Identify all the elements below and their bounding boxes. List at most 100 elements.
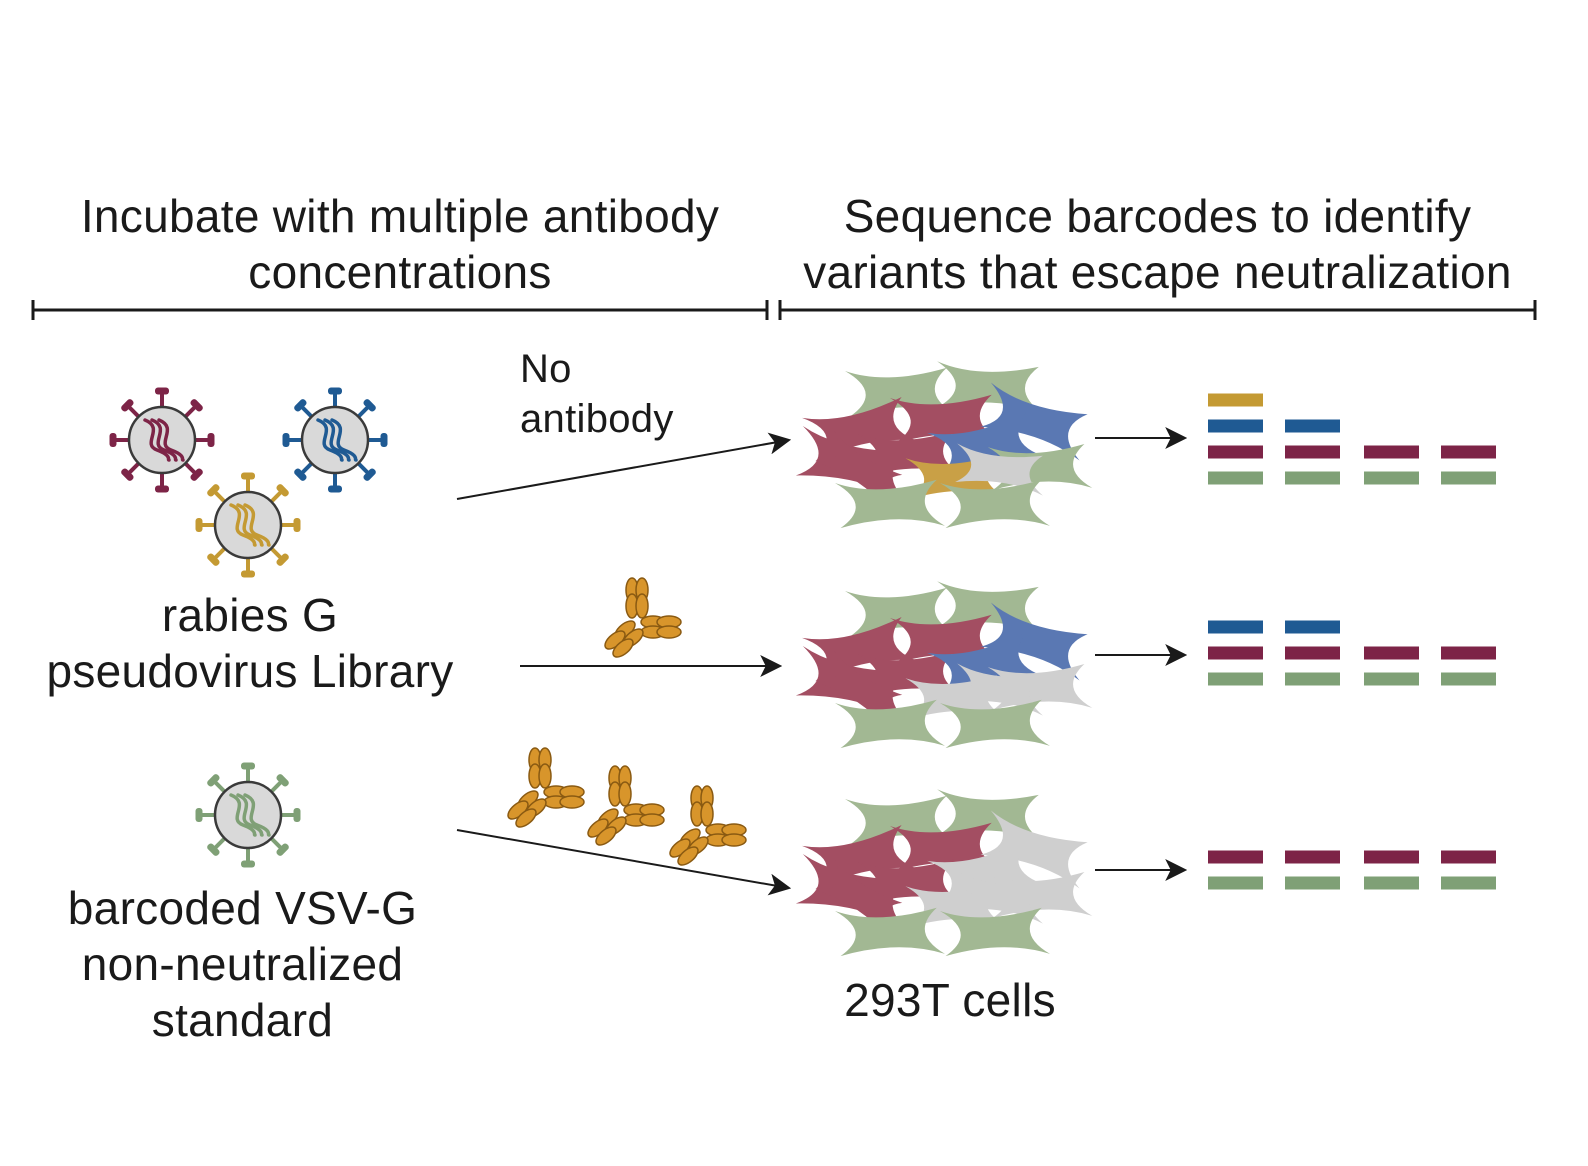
barcode-set-no-antibody: [1208, 393, 1496, 485]
cell-group: [795, 361, 1093, 957]
virus-genome-strand: [316, 418, 344, 462]
antibody-row-3-3: [669, 785, 747, 866]
cell-green: [835, 699, 945, 749]
cell-gray: [955, 871, 1043, 924]
barcode-red: [1208, 445, 1263, 459]
virus-spike-head: [363, 399, 376, 412]
virus-spike-head: [328, 387, 342, 395]
barcode-blue: [1285, 419, 1340, 433]
virus-genome-strand: [236, 503, 264, 547]
virus-spike-stalk: [183, 461, 196, 474]
barcode-blue: [1285, 620, 1340, 634]
virus-spike-head: [207, 553, 220, 566]
virus-spike-head: [207, 433, 215, 447]
antibody-domain: [656, 625, 682, 639]
cell-red: [816, 650, 903, 729]
virus-genome-strand: [229, 793, 257, 837]
virus-spike-stalk: [356, 461, 369, 474]
cell-gray: [955, 443, 1043, 496]
antibody-domain: [538, 763, 552, 789]
virus-spike-head: [241, 472, 255, 480]
antibody-row-2-1: [604, 577, 682, 658]
barcode-green: [1441, 471, 1496, 485]
virus-genome-strand: [143, 418, 171, 462]
virus-spike-stalk: [269, 491, 282, 504]
virus-genome-strand: [229, 503, 257, 547]
virus-genome-strand: [236, 793, 264, 837]
virus-spike-head: [190, 468, 203, 481]
barcode-red: [1285, 646, 1340, 660]
virus-spike-head: [380, 433, 388, 447]
cell-red: [890, 822, 1000, 872]
cell-blue: [980, 602, 1088, 681]
cell-green: [835, 907, 945, 957]
barcode-red: [1441, 445, 1496, 459]
cells-label-text: 293T cells: [844, 974, 1056, 1026]
cell-blue: [927, 411, 1043, 477]
virus-genome-strand: [150, 418, 178, 462]
barcode-green: [1208, 471, 1263, 485]
cell-gray: [955, 663, 1043, 716]
antibody-domain: [618, 781, 632, 807]
virus-spike-stalk: [214, 836, 227, 849]
virus-spike-head: [241, 570, 255, 578]
cell-green: [940, 479, 1050, 529]
cell-red: [890, 614, 1000, 664]
cell-red: [816, 430, 903, 509]
cell-blue: [927, 631, 1043, 697]
library-label-line-2: pseudovirus Library: [46, 645, 454, 697]
cell-red: [890, 394, 1000, 444]
virus-gold: [195, 472, 301, 578]
cell-blue: [980, 382, 1088, 461]
left-header-line-1: Incubate with multiple antibody: [80, 190, 720, 242]
antibody-row-3-2: [587, 765, 665, 846]
standard-label-line-3: standard: [151, 994, 334, 1046]
barcode-blue: [1208, 620, 1263, 634]
virus-spike-stalk: [128, 406, 141, 419]
antibody-domain: [612, 638, 634, 658]
virus-spike-head: [276, 484, 289, 497]
virus-green-standard: [195, 762, 301, 868]
standard-label: barcoded VSV-G non-neutralized standard: [30, 880, 455, 1048]
antibody-domain: [677, 846, 699, 866]
barcode-red: [1208, 850, 1263, 864]
arrow-high-antibody: [456, 829, 792, 896]
barcode-green: [1364, 672, 1419, 686]
virus-spike-head: [293, 518, 301, 532]
virus-spike-stalk: [269, 546, 282, 559]
antibody-domain: [721, 833, 747, 847]
barcode-red: [1285, 445, 1340, 459]
barcode-red: [1364, 850, 1419, 864]
arrow-no-antibody: [456, 432, 792, 500]
cell-green: [845, 795, 955, 845]
virus-spike-head: [294, 399, 307, 412]
virus-spike-head: [363, 468, 376, 481]
virus-spike-head: [195, 518, 203, 532]
virus-spike-stalk: [269, 836, 282, 849]
cell-cluster-no-antibody: [795, 361, 1093, 529]
barcode-red: [1285, 850, 1340, 864]
virus-spike-head: [155, 485, 169, 493]
virus-spike-head: [121, 468, 134, 481]
barcode-red: [1441, 646, 1496, 660]
antibody-domain: [635, 593, 649, 619]
virus-genome-strand: [243, 503, 271, 547]
virus-spike-head: [241, 762, 255, 770]
barcode-set-low-antibody: [1208, 620, 1496, 686]
barcode-group: [1208, 393, 1496, 890]
virus-group: [109, 387, 388, 868]
barcode-green: [1285, 672, 1340, 686]
left-header-line-2: concentrations: [248, 246, 552, 298]
library-label: rabies G pseudovirus Library: [30, 587, 470, 699]
virus-spike-stalk: [214, 546, 227, 559]
virus-spike-head: [276, 774, 289, 787]
virus-spike-stalk: [128, 461, 141, 474]
library-label-line-1: rabies G: [161, 589, 339, 641]
virus-spike-head: [293, 808, 301, 822]
barcode-green: [1364, 876, 1419, 890]
virus-spike-head: [282, 433, 290, 447]
cell-green: [845, 587, 955, 637]
virus-spike-head: [241, 860, 255, 868]
barcode-green: [1208, 672, 1263, 686]
